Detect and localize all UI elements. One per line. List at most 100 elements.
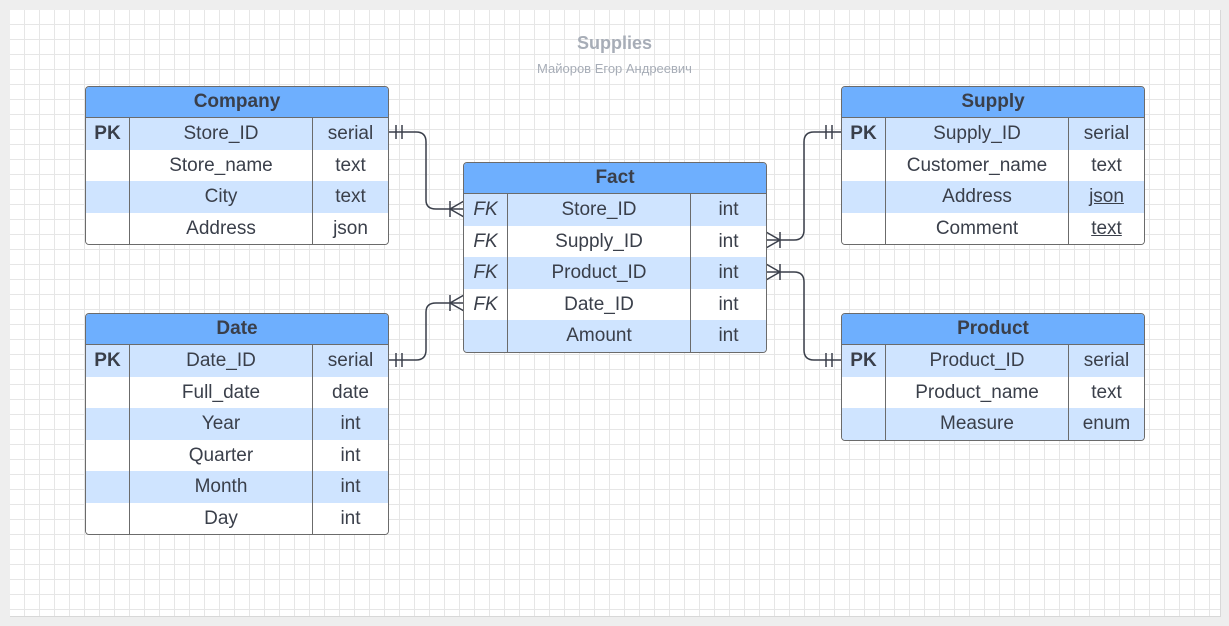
table-row[interactable]: FK Supply_ID int [464,225,766,257]
field-cell: Supply_ID [508,225,691,257]
field-cell: Store_ID [508,194,691,226]
field-cell: City [130,181,313,213]
field-cell: Amount [508,320,691,352]
field-cell: Date_ID [130,345,313,377]
key-cell [86,212,130,244]
table-row[interactable]: FK Store_ID int [464,194,766,226]
table-row[interactable]: PK Store_ID serial [86,118,388,150]
table-row[interactable]: Comment text [842,212,1144,244]
key-cell: PK [842,118,886,150]
type-cell: text [335,154,366,176]
key-cell [842,181,886,213]
type-cell: serial [327,123,374,144]
key-cell: PK [86,345,130,377]
key-cell [842,408,886,440]
type-cell: int [718,199,739,220]
key-cell [86,408,130,440]
field-cell: Product_ID [886,345,1069,377]
key-cell [86,439,130,471]
field-cell: Full_date [130,376,313,408]
table-row[interactable]: PK Supply_ID serial [842,118,1144,150]
entity-product-title: Product [842,314,1144,345]
table-row[interactable]: Address json [842,181,1144,213]
type-cell: serial [1083,350,1130,371]
key-cell: PK [86,118,130,150]
diagram-subtitle: Майоров Егор Андреевич [537,61,692,76]
table-row[interactable]: Measure enum [842,408,1144,440]
key-cell [86,502,130,534]
entity-supply[interactable]: Supply PK Supply_ID serial Customer_name… [841,86,1145,245]
table-row[interactable]: Month int [86,471,388,503]
field-cell: Quarter [130,439,313,471]
key-cell: PK [842,345,886,377]
type-cell: serial [1083,123,1130,144]
type-cell: int [718,230,739,252]
type-cell: text [1091,217,1122,239]
entity-product[interactable]: Product PK Product_ID serial Product_nam… [841,313,1145,441]
entity-company-title: Company [86,87,388,118]
field-cell: Product_ID [508,257,691,289]
table-row[interactable]: PK Product_ID serial [842,345,1144,377]
entity-date[interactable]: Date PK Date_ID serial Full_date date Ye… [85,313,389,535]
key-cell: FK [464,194,508,226]
table-row[interactable]: Product_name text [842,376,1144,408]
type-cell: serial [327,350,374,371]
table-row[interactable]: FK Product_ID int [464,257,766,289]
entity-fact[interactable]: Fact FK Store_ID int FK Supply_ID int FK… [463,162,767,353]
table-row[interactable]: Amount int [464,320,766,352]
type-cell: int [340,413,361,434]
type-cell: text [335,186,366,207]
key-cell [464,320,508,352]
key-cell [86,376,130,408]
field-cell: Comment [886,212,1069,244]
entity-supply-title: Supply [842,87,1144,118]
field-cell: Supply_ID [886,118,1069,150]
field-cell: Customer_name [886,149,1069,181]
type-cell: json [1089,186,1124,207]
key-cell: FK [464,225,508,257]
key-cell [86,149,130,181]
type-cell: enum [1082,413,1131,434]
table-row[interactable]: Full_date date [86,376,388,408]
field-cell: Day [130,502,313,534]
type-cell: int [340,444,361,466]
entity-company[interactable]: Company PK Store_ID serial Store_name te… [85,86,389,245]
diagram-title: Supplies [576,33,652,53]
type-cell: int [340,507,361,529]
table-row[interactable]: FK Date_ID int [464,288,766,320]
entity-fact-title: Fact [464,163,766,194]
field-cell: Store_name [130,149,313,181]
table-row[interactable]: Address json [86,212,388,244]
field-cell: Date_ID [508,288,691,320]
type-cell: int [718,293,739,315]
table-row[interactable]: Quarter int [86,439,388,471]
entity-date-title: Date [86,314,388,345]
table-row[interactable]: Year int [86,408,388,440]
field-cell: Address [130,212,313,244]
type-cell: int [718,262,739,283]
key-cell: FK [464,288,508,320]
type-cell: int [718,325,739,346]
field-cell: Year [130,408,313,440]
field-cell: Month [130,471,313,503]
table-row[interactable]: City text [86,181,388,213]
key-cell: FK [464,257,508,289]
table-row[interactable]: Customer_name text [842,149,1144,181]
field-cell: Product_name [886,376,1069,408]
key-cell [86,181,130,213]
key-cell [842,149,886,181]
key-cell [842,212,886,244]
table-row[interactable]: PK Date_ID serial [86,345,388,377]
type-cell: json [333,217,368,239]
type-cell: int [340,476,361,497]
key-cell [86,471,130,503]
table-row[interactable]: Store_name text [86,149,388,181]
table-row[interactable]: Day int [86,502,388,534]
type-cell: date [332,381,369,403]
field-cell: Measure [886,408,1069,440]
type-cell: text [1091,381,1122,403]
type-cell: text [1091,154,1122,176]
field-cell: Store_ID [130,118,313,150]
key-cell [842,376,886,408]
field-cell: Address [886,181,1069,213]
